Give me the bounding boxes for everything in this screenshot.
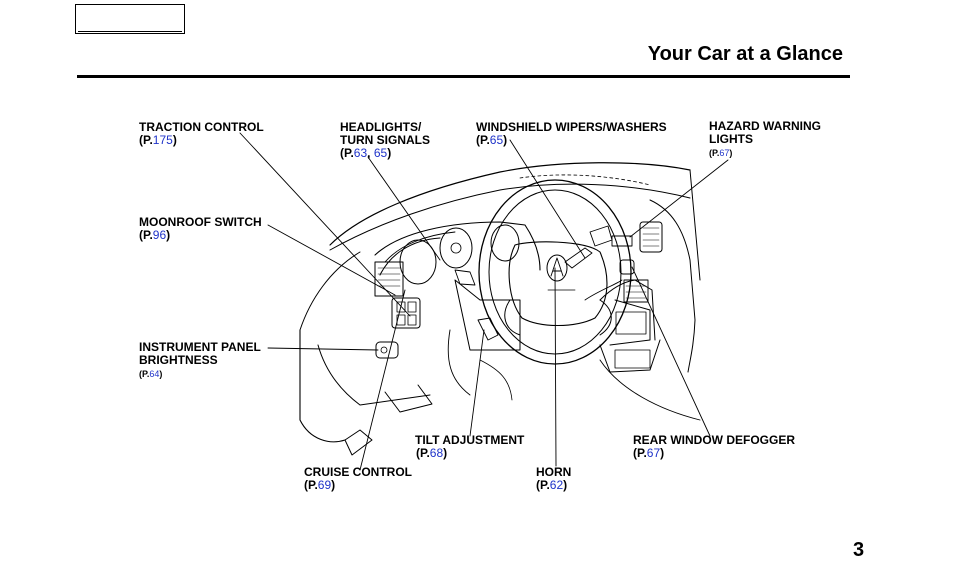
page-link[interactable]: 65 (373, 146, 388, 160)
ref-prefix: (P. (416, 446, 430, 460)
ref-prefix: (P. (139, 133, 153, 147)
ref-prefix: (P. (139, 369, 150, 379)
label-title-line: LIGHTS (709, 132, 753, 146)
ref-prefix: (P. (709, 148, 720, 158)
label-instrument-panel-brightness: INSTRUMENT PANEL BRIGHTNESS (P.64) (139, 341, 261, 380)
label-title-line: TURN SIGNALS (340, 133, 430, 147)
label-title-line: INSTRUMENT PANEL (139, 340, 261, 354)
leader-lines (239, 132, 729, 471)
page-link[interactable]: 62 (549, 478, 564, 492)
label-title-line: MOONROOF SWITCH (139, 215, 262, 229)
label-windshield-wipers: WINDSHIELD WIPERS/WASHERS (P.65) (476, 121, 667, 147)
page-link[interactable]: 63 (353, 146, 368, 160)
ref-suffix: ) (331, 478, 336, 492)
page-link[interactable]: 67 (646, 446, 661, 460)
page-link[interactable]: 65 (489, 133, 504, 147)
page-link[interactable]: 64 (149, 369, 160, 379)
ref-prefix: (P. (304, 478, 318, 492)
page-reference: (P.65) (476, 134, 667, 147)
page-link[interactable]: 175 (152, 133, 173, 147)
ref-suffix: ) (166, 228, 171, 242)
ref-suffix: ) (729, 148, 733, 158)
page-reference: (P.68) (416, 447, 524, 460)
page-title: Your Car at a Glance (647, 43, 843, 65)
page-reference: (P.67) (633, 447, 795, 460)
ref-suffix: ) (563, 478, 568, 492)
label-rear-window-defogger: REAR WINDOW DEFOGGER (P.67) (633, 434, 795, 460)
ref-prefix: (P. (139, 228, 153, 242)
page-link[interactable]: 68 (429, 446, 444, 460)
page-reference: (P.96) (139, 229, 262, 242)
label-hazard-warning-lights: HAZARD WARNING LIGHTS (P.67) (709, 120, 821, 159)
label-title-line: HAZARD WARNING (709, 119, 821, 133)
ref-prefix: (P. (633, 446, 647, 460)
label-title-line: REAR WINDOW DEFOGGER (633, 433, 795, 447)
ref-suffix: ) (443, 446, 448, 460)
page-number: 3 (853, 539, 865, 561)
page-reference: (P.64) (139, 369, 261, 380)
page-reference: (P.63, 65) (340, 147, 430, 160)
page-link[interactable]: 67 (719, 148, 730, 158)
label-cruise-control: CRUISE CONTROL (P.69) (304, 466, 412, 492)
label-traction-control: TRACTION CONTROL (P.175) (139, 121, 264, 147)
label-moonroof-switch: MOONROOF SWITCH (P.96) (139, 216, 262, 242)
page-reference: (P.69) (304, 479, 412, 492)
ref-suffix: ) (387, 146, 392, 160)
page-link[interactable]: 96 (152, 228, 167, 242)
label-title-line: TRACTION CONTROL (139, 120, 264, 134)
label-title-line: CRUISE CONTROL (304, 465, 412, 479)
page-reference: (P.62) (536, 479, 571, 492)
label-tilt-adjustment: TILT ADJUSTMENT (P.68) (415, 434, 524, 460)
section-tab-box (75, 4, 185, 34)
ref-prefix: (P. (536, 478, 550, 492)
label-title-line: HEADLIGHTS/ (340, 120, 422, 134)
header-rule (77, 75, 850, 78)
label-horn: HORN (P.62) (536, 466, 571, 492)
page-link[interactable]: 69 (317, 478, 332, 492)
label-title-line: BRIGHTNESS (139, 353, 218, 367)
label-headlights-turn-signals: HEADLIGHTS/ TURN SIGNALS (P.63, 65) (340, 121, 430, 160)
ref-separator: , (367, 146, 374, 160)
label-title-line: TILT ADJUSTMENT (415, 433, 525, 447)
page-reference: (P.67) (709, 148, 821, 159)
label-title-line: WINDSHIELD WIPERS/WASHERS (476, 120, 667, 134)
page-reference: (P.175) (139, 134, 264, 147)
ref-suffix: ) (503, 133, 508, 147)
ref-prefix: (P. (476, 133, 490, 147)
label-title-line: HORN (536, 465, 572, 479)
ref-suffix: ) (660, 446, 665, 460)
ref-suffix: ) (159, 369, 163, 379)
ref-prefix: (P. (340, 146, 354, 160)
ref-suffix: ) (172, 133, 177, 147)
